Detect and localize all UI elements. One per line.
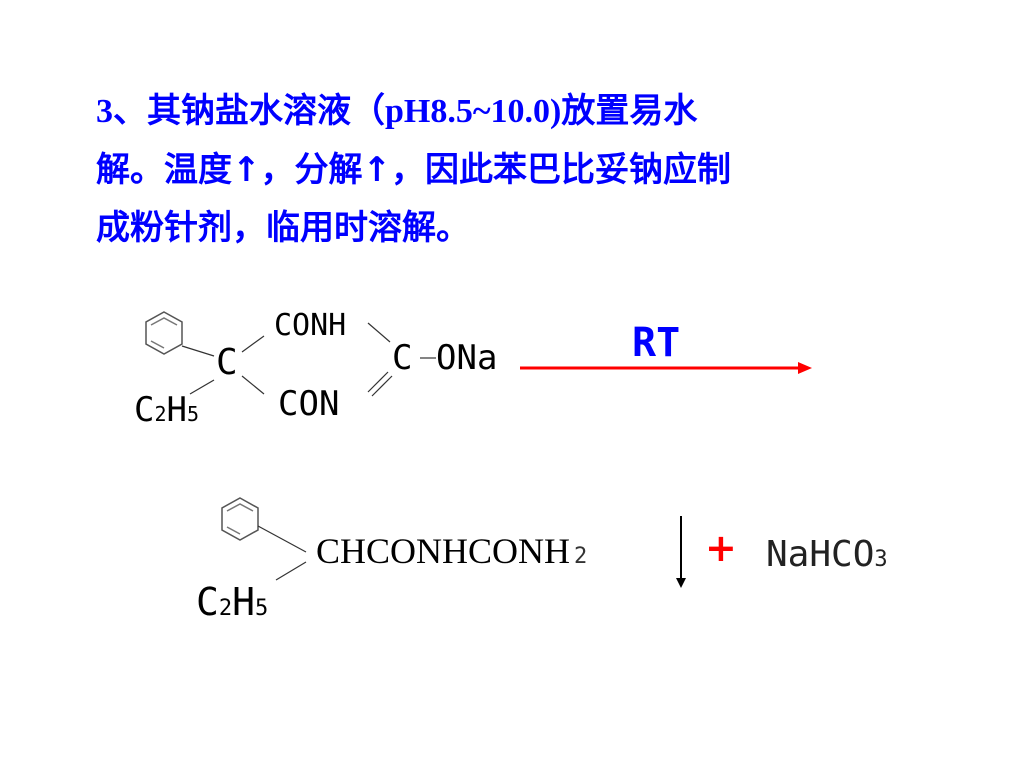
reactant-bonds bbox=[181, 322, 436, 397]
product-formula-sub: 2 bbox=[574, 544, 588, 569]
reaction-arrow bbox=[520, 362, 812, 374]
product-ethyl-c: C bbox=[196, 580, 219, 624]
product-ethyl-sub-2: 2 bbox=[218, 596, 233, 621]
plus-sign: + bbox=[705, 526, 737, 570]
ethyl-c: C bbox=[134, 390, 155, 430]
byproduct-sub: 3 bbox=[874, 547, 888, 572]
paragraph-line-3: 成粉针剂，临用时溶解。 bbox=[96, 208, 470, 248]
paragraph-line-2: 解。温度↑，分解↑，因此苯巴比妥钠应制 bbox=[96, 150, 731, 190]
ph-range: pH8.5~10.0) bbox=[385, 93, 562, 130]
description-paragraph: 3、其钠盐水溶液（pH8.5~10.0)放置易水 解。温度↑，分解↑，因此苯巴比… bbox=[96, 82, 926, 257]
product-ethyl-sub-5: 5 bbox=[255, 596, 269, 621]
conh-label: CONH bbox=[274, 308, 347, 343]
ona-label: ONa bbox=[436, 338, 498, 378]
byproduct-main: NaHCO bbox=[766, 534, 875, 575]
ethyl-sub-5: 5 bbox=[187, 402, 200, 426]
byproduct-nahco3: NaHCO3 bbox=[766, 534, 888, 575]
product-ethyl-h: H bbox=[232, 580, 256, 624]
ethyl-group-reactant: C2H5 bbox=[134, 390, 199, 430]
central-carbon-label: C bbox=[216, 342, 238, 383]
reaction-condition-rt: RT bbox=[632, 320, 681, 366]
paragraph-line-1: 3、其钠盐水溶液（pH8.5~10.0)放置易水 bbox=[96, 82, 926, 141]
line1-prefix: 3、其钠盐水溶液（ bbox=[96, 93, 385, 130]
benzene-ring-product bbox=[221, 497, 259, 541]
line1-suffix: 放置易水 bbox=[561, 91, 698, 131]
con-label: CON bbox=[278, 384, 340, 424]
ethyl-sub-2: 2 bbox=[154, 402, 167, 426]
precipitate-arrow bbox=[676, 516, 686, 588]
product-bonds bbox=[257, 525, 307, 581]
ethyl-h: H bbox=[166, 390, 188, 430]
product-formula-main: CHCONHCONH bbox=[316, 531, 571, 571]
benzene-ring-reactant bbox=[145, 311, 183, 355]
ring-carbon-label: C bbox=[392, 338, 413, 378]
ethyl-group-product: C2H5 bbox=[196, 580, 268, 624]
